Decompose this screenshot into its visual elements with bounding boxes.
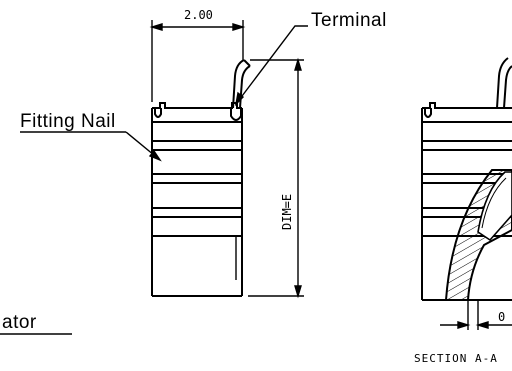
section-title: SECTION A-A bbox=[414, 352, 498, 365]
width-dimension-label: 2.00 bbox=[184, 8, 213, 22]
connector-left-view bbox=[151, 102, 243, 297]
section-hatch bbox=[444, 169, 512, 301]
ator-label: ator bbox=[2, 312, 37, 333]
section-dimension bbox=[440, 300, 512, 330]
dim-e-label: DIM=E bbox=[280, 193, 294, 230]
terminal-shape-left bbox=[154, 59, 251, 121]
terminal-label: Terminal bbox=[311, 10, 387, 31]
fitting-nail-leader bbox=[20, 131, 162, 162]
section-dimension-label: 0 bbox=[498, 310, 506, 324]
section-view-right bbox=[421, 57, 512, 301]
width-dimension bbox=[149, 20, 246, 102]
dim-e-dimension bbox=[248, 57, 304, 299]
fitting-nail-slots-left bbox=[152, 140, 242, 218]
terminal-leader bbox=[234, 25, 308, 107]
fitting-nail-label: Fitting Nail bbox=[20, 111, 116, 132]
